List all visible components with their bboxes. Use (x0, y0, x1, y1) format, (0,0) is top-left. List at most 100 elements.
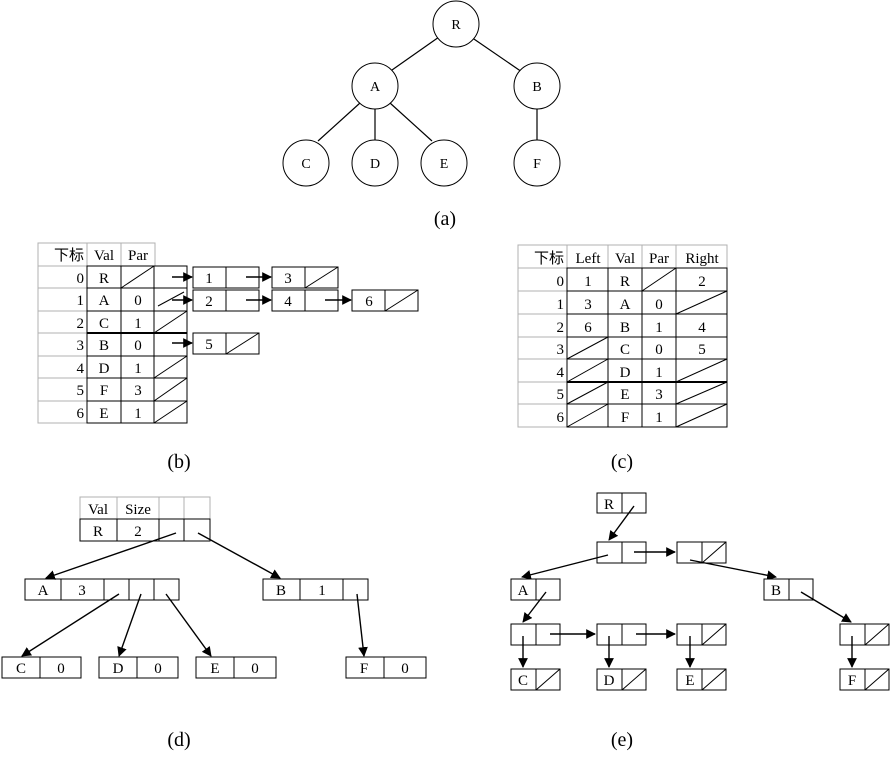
svg-text:B: B (276, 583, 286, 599)
caption-a: (a) (434, 208, 456, 230)
svg-text:0: 0 (57, 661, 65, 677)
panel-a-tree: R A B C D E F (a) (282, 0, 561, 230)
svg-text:5: 5 (205, 337, 213, 353)
svg-text:C: C (99, 316, 109, 332)
svg-text:A: A (518, 583, 529, 599)
svg-text:1: 1 (655, 365, 663, 381)
node-e-record: E 0 (195, 656, 277, 679)
svg-text:F: F (533, 157, 541, 172)
caption-c: (c) (611, 451, 633, 473)
svg-text:3: 3 (77, 338, 85, 354)
header-left: Left (576, 251, 602, 267)
panel-b-child-list: 下标 Val Par 0 R 1 A 0 2 (37, 242, 419, 473)
header-par: Par (649, 251, 669, 267)
svg-text:0: 0 (251, 661, 259, 677)
svg-text:2: 2 (557, 320, 565, 336)
svg-text:1: 1 (134, 406, 142, 422)
svg-text:6: 6 (365, 294, 373, 310)
svg-text:D: D (370, 157, 380, 172)
svg-text:4: 4 (698, 320, 706, 336)
svg-text:0: 0 (154, 661, 162, 677)
svg-text:A: A (99, 293, 110, 309)
svg-text:B: B (620, 320, 630, 336)
svg-text:C: C (620, 342, 630, 358)
node-f-record: F 0 (345, 656, 427, 679)
svg-text:1: 1 (77, 293, 85, 309)
svg-text:0: 0 (77, 271, 85, 287)
svg-text:1: 1 (134, 361, 142, 377)
svg-text:E: E (210, 661, 219, 677)
tree-node-b: B (513, 62, 561, 110)
svg-text:A: A (38, 583, 49, 599)
svg-text:D: D (604, 673, 615, 689)
svg-text:R: R (604, 497, 614, 513)
svg-text:D: D (620, 365, 631, 381)
header-val: Val (94, 248, 114, 264)
svg-text:F: F (100, 383, 108, 399)
svg-text:F: F (848, 673, 856, 689)
svg-text:3: 3 (134, 383, 142, 399)
svg-text:5: 5 (698, 342, 706, 358)
node-c-record: C 0 (1, 656, 82, 679)
svg-text:A: A (370, 80, 381, 95)
svg-text:6: 6 (557, 410, 565, 426)
svg-text:C: C (16, 661, 26, 677)
svg-text:Val: Val (88, 502, 108, 518)
svg-text:1: 1 (205, 271, 213, 287)
tree-node-f: F (513, 139, 561, 187)
svg-text:0: 0 (134, 293, 142, 309)
svg-text:R: R (93, 524, 103, 540)
svg-text:3: 3 (284, 271, 292, 287)
svg-text:6: 6 (584, 320, 592, 336)
svg-text:0: 0 (557, 274, 565, 290)
svg-text:R: R (620, 274, 630, 290)
node-a-cell: A (510, 578, 561, 601)
svg-text:2: 2 (698, 274, 706, 290)
panel-e-first-child-next-sibling: R A B (510, 492, 890, 751)
node-c-cell: C (510, 668, 561, 691)
node-a-record: A 3 (24, 578, 180, 601)
header-index: 下标 (534, 250, 564, 267)
header-index: 下标 (54, 247, 84, 264)
svg-text:3: 3 (655, 387, 663, 403)
svg-text:4: 4 (77, 361, 85, 377)
svg-text:R: R (451, 18, 461, 33)
node-d-record: D 0 (98, 656, 179, 679)
node-r-cell: R (596, 492, 647, 514)
svg-text:0: 0 (134, 338, 142, 354)
svg-text:1: 1 (318, 583, 326, 599)
svg-text:0: 0 (655, 342, 663, 358)
svg-text:B: B (99, 338, 109, 354)
node-r-record: R 2 (79, 518, 211, 542)
header-par: Par (128, 248, 148, 264)
svg-text:2: 2 (205, 294, 213, 310)
svg-text:3: 3 (557, 342, 565, 358)
svg-text:4: 4 (284, 294, 292, 310)
svg-text:C: C (301, 157, 310, 172)
svg-text:R: R (99, 271, 109, 287)
svg-text:E: E (99, 406, 108, 422)
panel-c-left-right-table: 下标 Left Val Par Right 0 1 (517, 244, 728, 473)
child-list-row-1: 2 4 6 (172, 289, 419, 312)
caption-d: (d) (167, 729, 190, 751)
node-b-cell: B (763, 578, 814, 601)
svg-text:E: E (620, 387, 629, 403)
child-list-row-3: 5 (172, 332, 260, 355)
svg-text:F: F (621, 410, 629, 426)
node-b-record: B 1 (262, 578, 369, 601)
svg-text:B: B (532, 80, 541, 95)
svg-text:5: 5 (77, 383, 85, 399)
svg-text:D: D (99, 361, 110, 377)
node-d-cell: D (596, 668, 647, 691)
caption-b: (b) (167, 451, 190, 473)
child-list-row-0: 1 3 (172, 266, 339, 289)
svg-text:D: D (113, 661, 124, 677)
node-e-cell: E (676, 668, 727, 691)
node-f-cell: F (839, 668, 890, 691)
caption-e: (e) (611, 729, 633, 751)
svg-text:F: F (360, 661, 368, 677)
svg-text:1: 1 (557, 297, 565, 313)
tree-node-e: E (420, 139, 468, 187)
svg-text:E: E (440, 157, 449, 172)
